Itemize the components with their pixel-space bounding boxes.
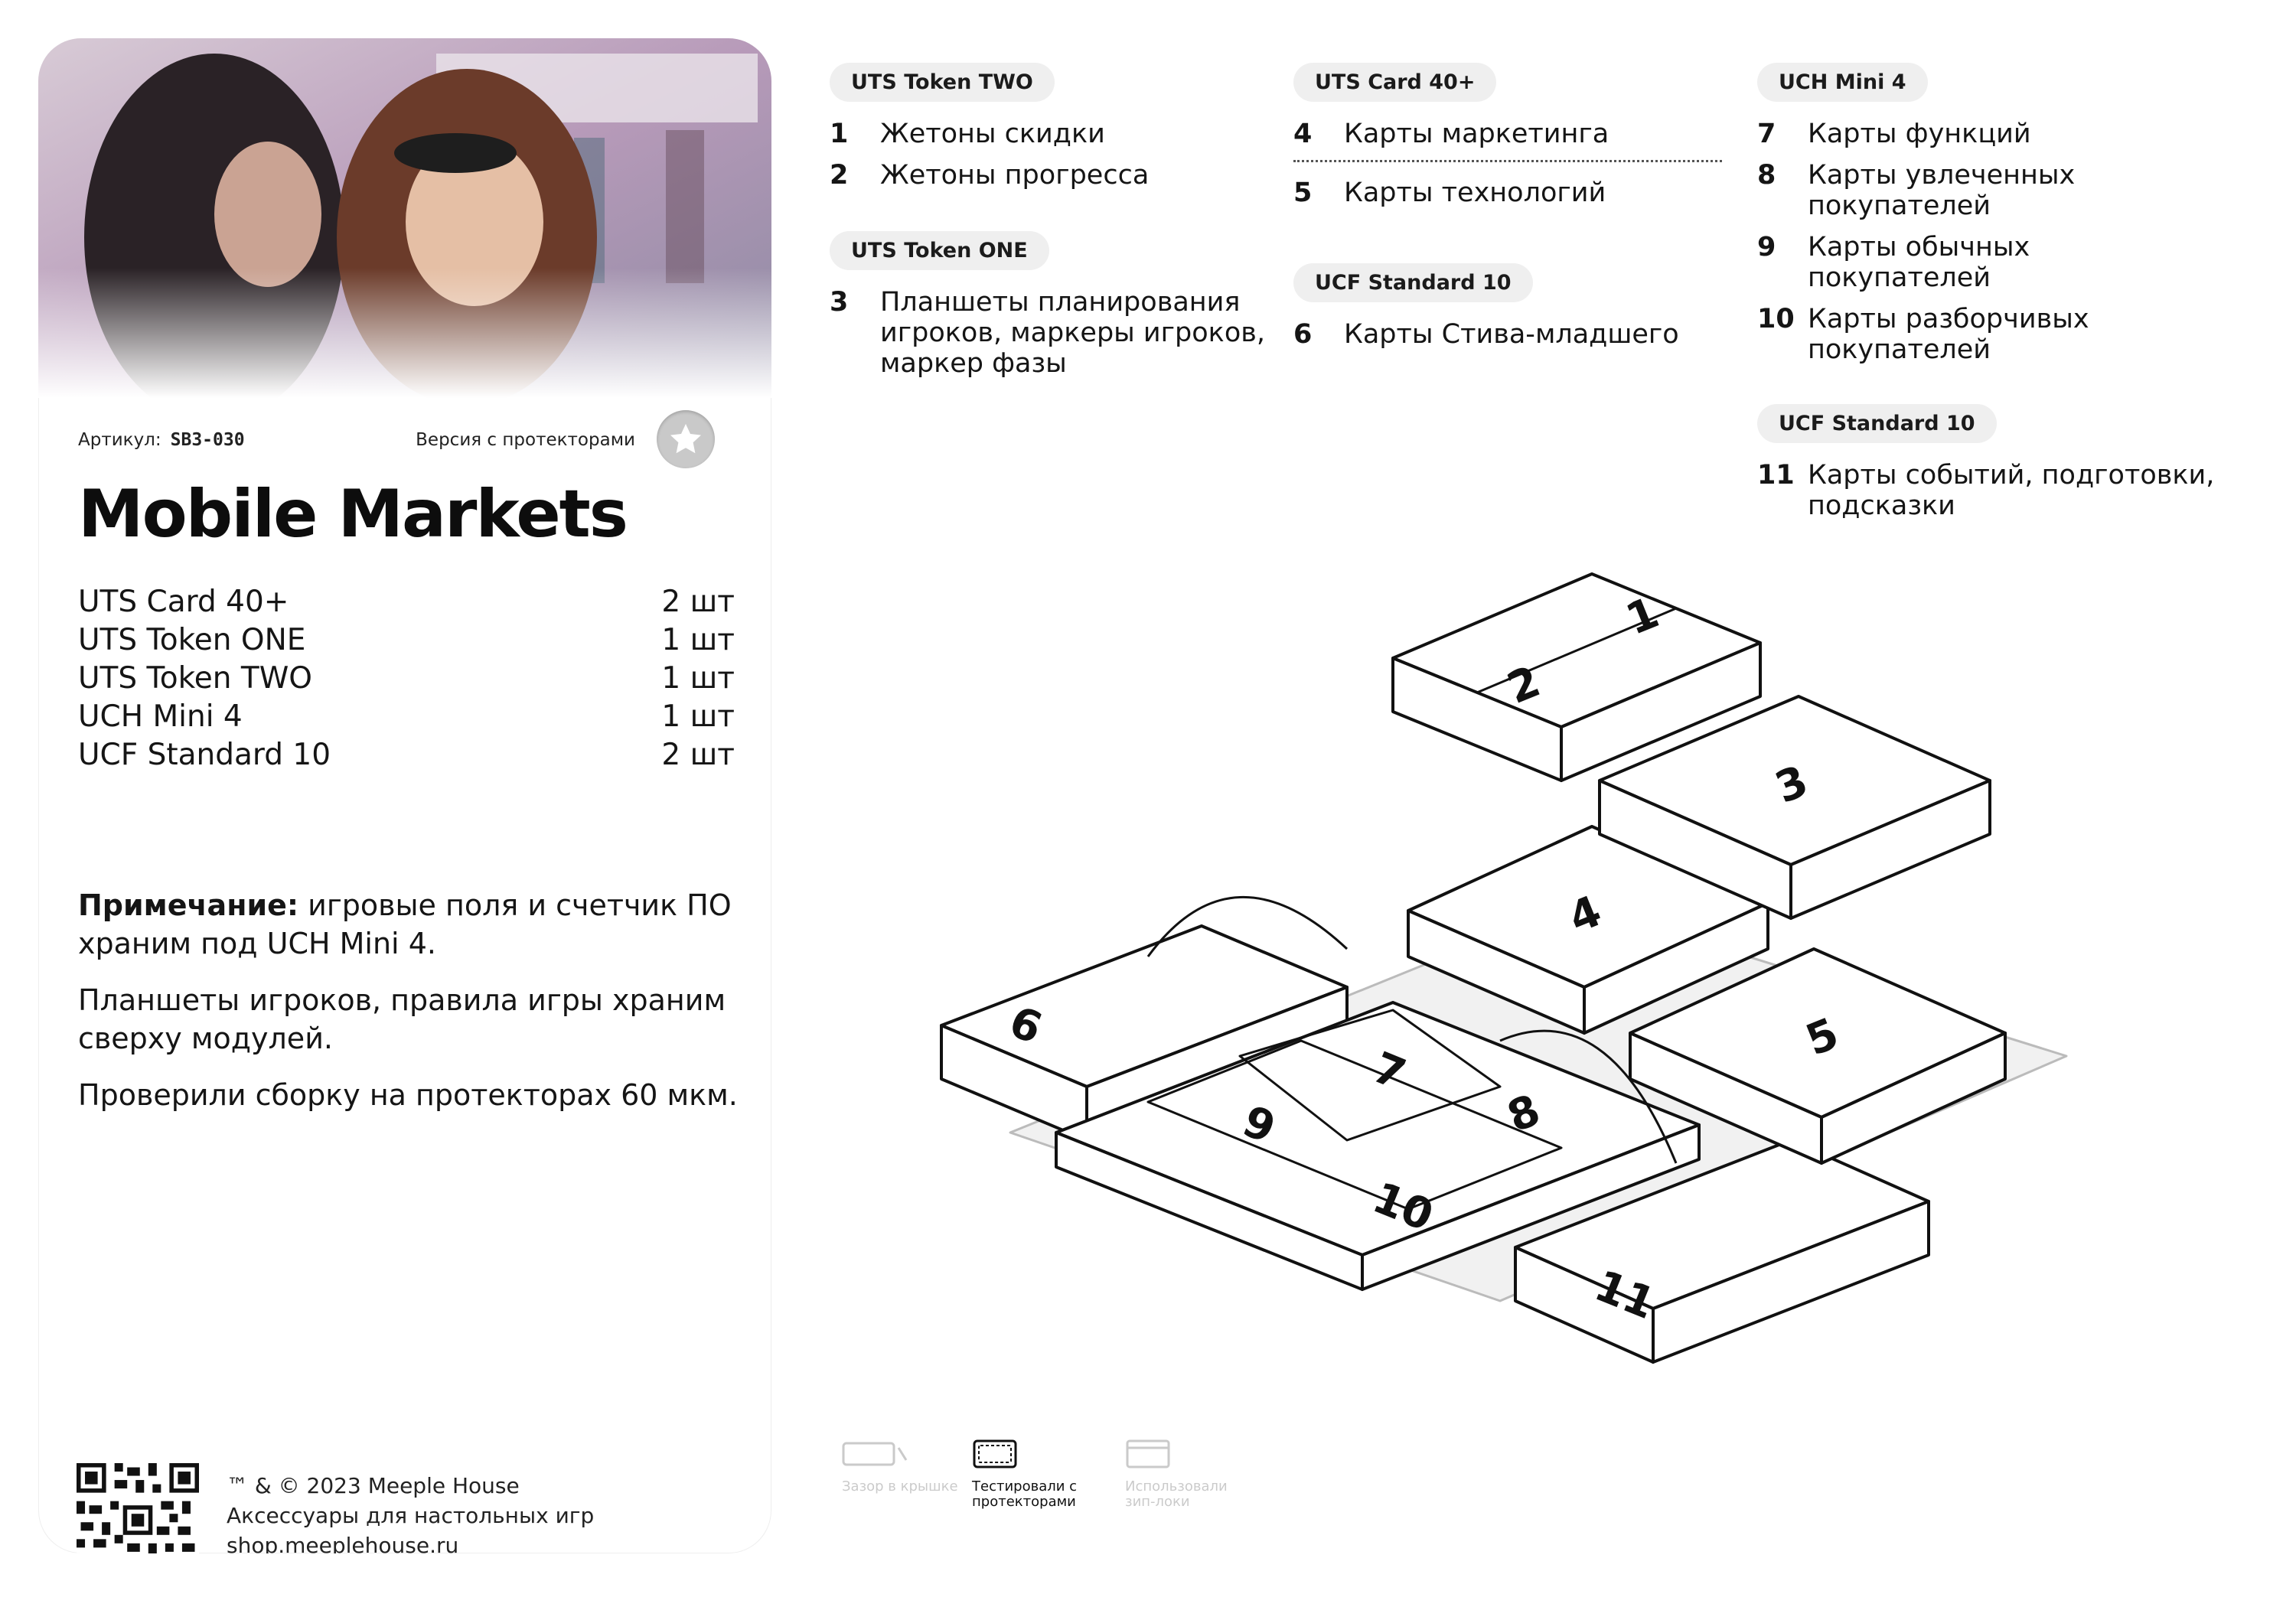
sku-code: SB3-030 xyxy=(170,430,245,450)
legend-pill: UCF Standard 10 xyxy=(1293,263,1533,302)
note-2: Планшеты игроков, правила игры храним св… xyxy=(78,983,726,1055)
notes: Примечание: игровые поля и счетчик ПО хр… xyxy=(78,886,752,1133)
tagline: Аксессуары для настольных игр xyxy=(227,1503,595,1528)
version-label: Версия с протекторами xyxy=(416,430,635,450)
assembly-diagram: 1 2 3 4 5 6 7 8 9 10 11 xyxy=(940,572,2068,1364)
footer: ™ & © 2023 Meeple House Аксессуары для н… xyxy=(227,1471,594,1553)
sleeves-indicator: Тестировали с протекторами xyxy=(972,1439,1102,1510)
ziploc-indicator: Использовали зип-локи xyxy=(1125,1439,1255,1510)
info-icons: Зазор в крышке Тестировали с протекторам… xyxy=(842,1439,1316,1538)
note-1: Примечание: игровые поля и счетчик ПО хр… xyxy=(78,888,732,960)
legend-pill: UTS Token TWO xyxy=(830,63,1055,102)
note-3: Проверили сборку на протекторах 60 мкм. xyxy=(78,1078,738,1112)
copyright: ™ & © 2023 Meeple House xyxy=(227,1473,520,1498)
divider xyxy=(1293,160,1722,162)
lid-gap-icon xyxy=(842,1442,908,1466)
legend-pill: UTS Card 40+ xyxy=(1293,63,1497,102)
meta-row: Артикул: SB3-030 Версия с протекторами xyxy=(78,410,741,468)
product-title: Mobile Markets xyxy=(78,476,628,553)
legend-pill: UCF Standard 10 xyxy=(1757,404,1997,443)
ziploc-bag-icon xyxy=(1126,1439,1170,1468)
shop-link[interactable]: shop.meeplehouse.ru xyxy=(227,1533,459,1553)
sleeved-card-icon xyxy=(973,1439,1017,1468)
legend-pill: UCH Mini 4 xyxy=(1757,63,1928,102)
qr-code-icon[interactable] xyxy=(77,1463,199,1553)
sku: Артикул: SB3-030 xyxy=(78,430,245,450)
legend-pill: UTS Token ONE xyxy=(830,231,1049,270)
list-item: UTS Card 40+2 шт xyxy=(78,585,735,619)
info-card: Артикул: SB3-030 Версия с протекторами Mo… xyxy=(38,38,771,1553)
gap-indicator: Зазор в крышке xyxy=(842,1439,972,1495)
hero-photo xyxy=(38,38,771,398)
sku-label: Артикул: xyxy=(78,430,161,450)
star-icon xyxy=(657,410,715,468)
